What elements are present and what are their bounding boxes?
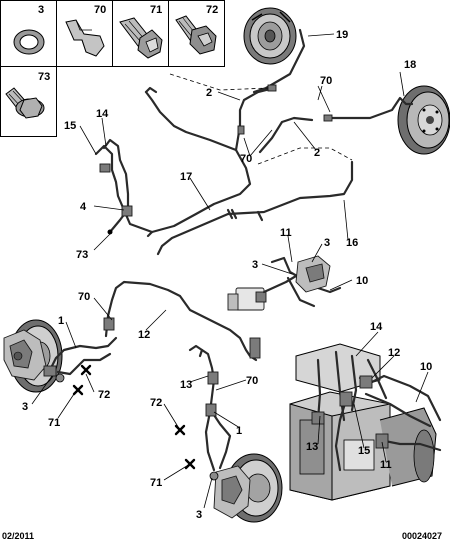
callout-10: 10: [420, 361, 432, 373]
front-brake-pipe: [103, 280, 261, 362]
part-box-71[interactable]: 71: [112, 0, 169, 67]
part-ref-label: 71: [150, 4, 162, 16]
pipe-union: [103, 317, 115, 331]
callout-3: 3: [22, 401, 28, 413]
pipe-union: [249, 337, 261, 359]
callout-10: 10: [356, 275, 368, 287]
callout-3: 3: [252, 259, 258, 271]
callout-17: 17: [180, 171, 192, 183]
callout-15: 15: [64, 120, 76, 132]
callout-2: 2: [314, 147, 320, 159]
part-ref-label: 73: [38, 71, 50, 83]
part-ref-label: 70: [94, 4, 106, 16]
callout-11: 11: [280, 227, 292, 239]
callout-16: 16: [346, 237, 358, 249]
footer: 02/2011 00024027: [2, 531, 442, 541]
main-brake-pipes: [94, 86, 354, 256]
footer-ref-number: 00024027: [402, 531, 442, 541]
front-right-brake-assembly: [188, 344, 283, 523]
banjo-bolt-icon: [119, 17, 163, 59]
retaining-clip-icon: [65, 19, 105, 57]
part-ref-label: 3: [38, 4, 44, 16]
callout-1: 1: [236, 425, 242, 437]
callout-73: 73: [76, 249, 88, 261]
callout-18: 18: [404, 59, 416, 71]
callout-leaders: [31, 33, 429, 509]
callout-11: 11: [380, 459, 392, 471]
abs-hydraulic-unit: [289, 343, 442, 501]
callout-72: 72: [98, 389, 110, 401]
hose-banjo: [43, 365, 57, 377]
callout-19: 19: [336, 29, 348, 41]
torque-marks: [72, 364, 196, 470]
parts-panel: 3 70 71: [0, 0, 225, 137]
footer-date: 02/2011: [2, 531, 34, 541]
pipe-union: [339, 391, 353, 407]
callout-15: 15: [358, 445, 370, 457]
callout-3: 3: [324, 237, 330, 249]
flange-bolt-icon: [5, 87, 45, 119]
seal-ring-icon: [13, 29, 45, 55]
rear-brake-drum-right: [397, 85, 450, 155]
callout-1: 1: [58, 315, 64, 327]
callout-12: 12: [388, 347, 400, 359]
rear-brake-drum-left: [243, 7, 297, 65]
callout-71: 71: [150, 477, 162, 489]
part-ref-label: 72: [206, 4, 218, 16]
pipe-union: [323, 114, 333, 122]
pipe-union: [311, 411, 325, 425]
callout-72: 72: [150, 397, 162, 409]
callout-71: 71: [48, 417, 60, 429]
pipe-union: [359, 375, 373, 389]
callout-labels: 19 18 70 2 70 2 14 15 17 4 73 16 11 3 3 …: [22, 29, 432, 521]
front-left-brake-assembly: [3, 319, 118, 393]
callout-70: 70: [320, 75, 332, 87]
callout-14: 14: [96, 108, 109, 120]
callout-14: 14: [370, 321, 383, 333]
pipe-union: [99, 163, 111, 173]
abs-bracket-small: [227, 255, 342, 311]
callout-70: 70: [78, 291, 90, 303]
pipe-union: [207, 371, 219, 385]
callout-13: 13: [180, 379, 192, 391]
callout-12: 12: [138, 329, 150, 341]
callout-4: 4: [80, 201, 87, 213]
pipe-union: [375, 433, 389, 449]
pipe-union: [121, 205, 133, 217]
callout-13: 13: [306, 441, 318, 453]
part-box-72[interactable]: 72: [168, 0, 225, 67]
rear-brake-pipes: [169, 28, 414, 165]
pipe-union: [267, 84, 277, 92]
part-box-3[interactable]: 3: [0, 0, 57, 67]
pipe-union: [237, 125, 245, 135]
part-box-73[interactable]: 73: [0, 66, 57, 137]
part-box-70[interactable]: 70: [56, 0, 113, 67]
callout-3: 3: [196, 509, 202, 521]
callout-70: 70: [246, 375, 258, 387]
hex-bolt-icon: [175, 15, 217, 55]
pipe-union: [205, 403, 217, 417]
callout-2: 2: [206, 87, 212, 99]
callout-70: 70: [240, 153, 252, 165]
